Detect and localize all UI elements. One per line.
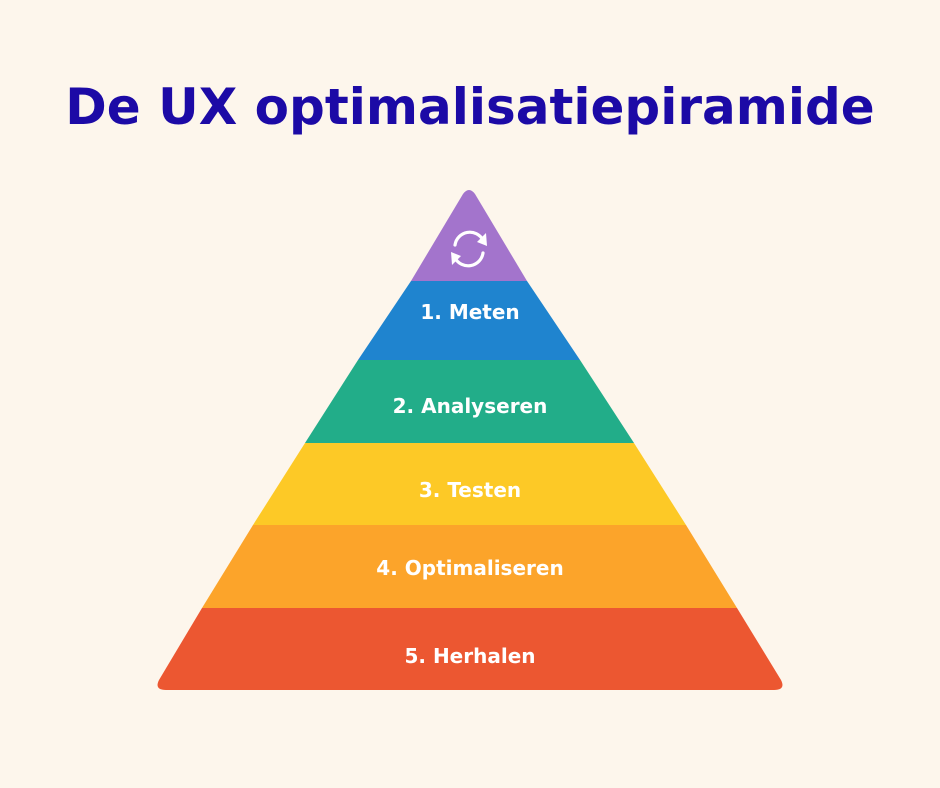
refresh-cycle-icon	[451, 230, 487, 268]
pyramid-level-5	[157, 608, 783, 690]
pyramid-level-1	[358, 281, 580, 360]
page-title: De UX optimalisatiepiramide	[65, 78, 875, 136]
pyramid-level-2	[305, 360, 634, 443]
pyramid-level-apex	[411, 190, 527, 281]
pyramid-level-3	[253, 443, 686, 525]
level-label-4: 4. Optimaliseren	[376, 556, 564, 580]
level-label-2: 2. Analyseren	[392, 394, 548, 418]
level-label-1: 1. Meten	[420, 300, 520, 324]
level-label-5: 5. Herhalen	[404, 644, 536, 668]
pyramid-level-4	[202, 525, 737, 608]
level-label-3: 3. Testen	[418, 478, 522, 502]
